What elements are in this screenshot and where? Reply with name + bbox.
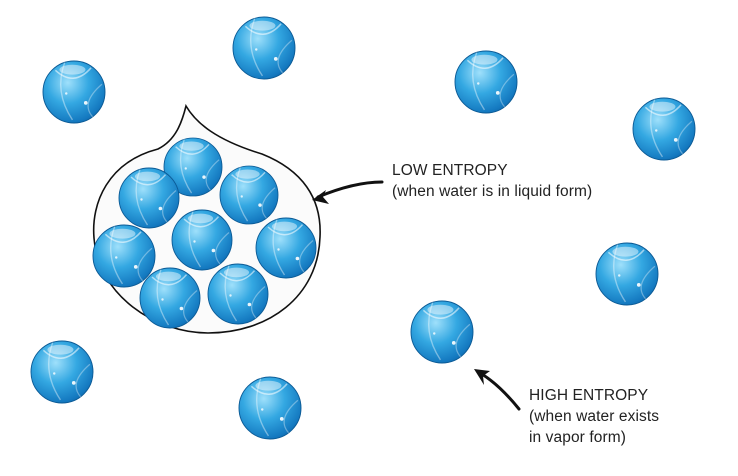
vapor-molecule — [31, 341, 93, 403]
high-entropy-arrow — [478, 371, 521, 411]
vapor-molecule — [633, 98, 695, 160]
vapor-molecule — [455, 51, 517, 113]
low-entropy-arrow — [316, 180, 384, 199]
liquid-molecule — [220, 166, 278, 224]
vapor-molecule — [596, 243, 658, 305]
high-entropy-arrowhead — [474, 369, 490, 385]
vapor-molecule — [43, 61, 105, 123]
vapor-molecule — [239, 377, 301, 439]
liquid-molecule — [208, 264, 268, 324]
liquid-molecule — [93, 225, 155, 287]
liquid-molecule — [256, 218, 316, 278]
liquid-molecule — [172, 210, 232, 270]
high-entropy-description-line1: (when water exists — [529, 408, 660, 425]
low-entropy-label: LOW ENTROPY (when water is in liquid for… — [392, 160, 592, 202]
liquid-molecule — [119, 168, 179, 228]
high-entropy-description-line2: in vapor form) — [529, 429, 627, 446]
low-entropy-title: LOW ENTROPY — [392, 162, 508, 179]
vapor-molecule — [411, 301, 473, 363]
high-entropy-title: HIGH ENTROPY — [529, 387, 649, 404]
high-entropy-label: HIGH ENTROPY (when water exists in vapor… — [529, 385, 659, 448]
low-entropy-arrowhead — [312, 190, 329, 204]
low-entropy-description: (when water is in liquid form) — [392, 183, 593, 200]
liquid-molecule — [140, 268, 200, 328]
vapor-molecule — [233, 17, 295, 79]
